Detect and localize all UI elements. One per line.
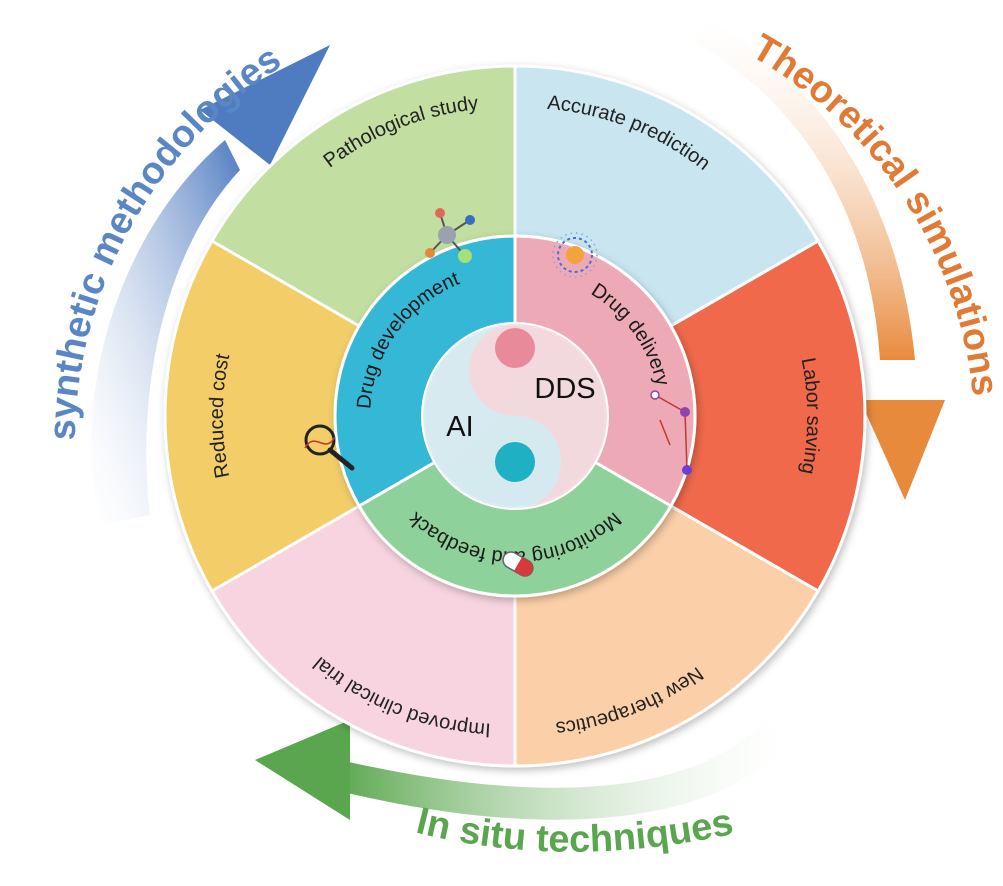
yang-dot: [495, 442, 535, 482]
molecule-network-icon: [425, 208, 475, 263]
inner-ring: [333, 234, 697, 598]
in-situ-techniques-arrow: In situ techniques: [255, 720, 785, 861]
center-yin-yang: AI DDS: [421, 322, 609, 510]
capsule-pill-icon: [502, 551, 534, 577]
center-label-ai: AI: [446, 411, 473, 443]
molecular-path-icon: [650, 390, 692, 475]
dna-magnifier-icon: [304, 424, 355, 471]
yin-dot: [495, 328, 535, 368]
center-label-dds: DDS: [534, 373, 595, 405]
nanoparticle-icon: [552, 232, 598, 278]
outer-ring: [163, 64, 867, 768]
